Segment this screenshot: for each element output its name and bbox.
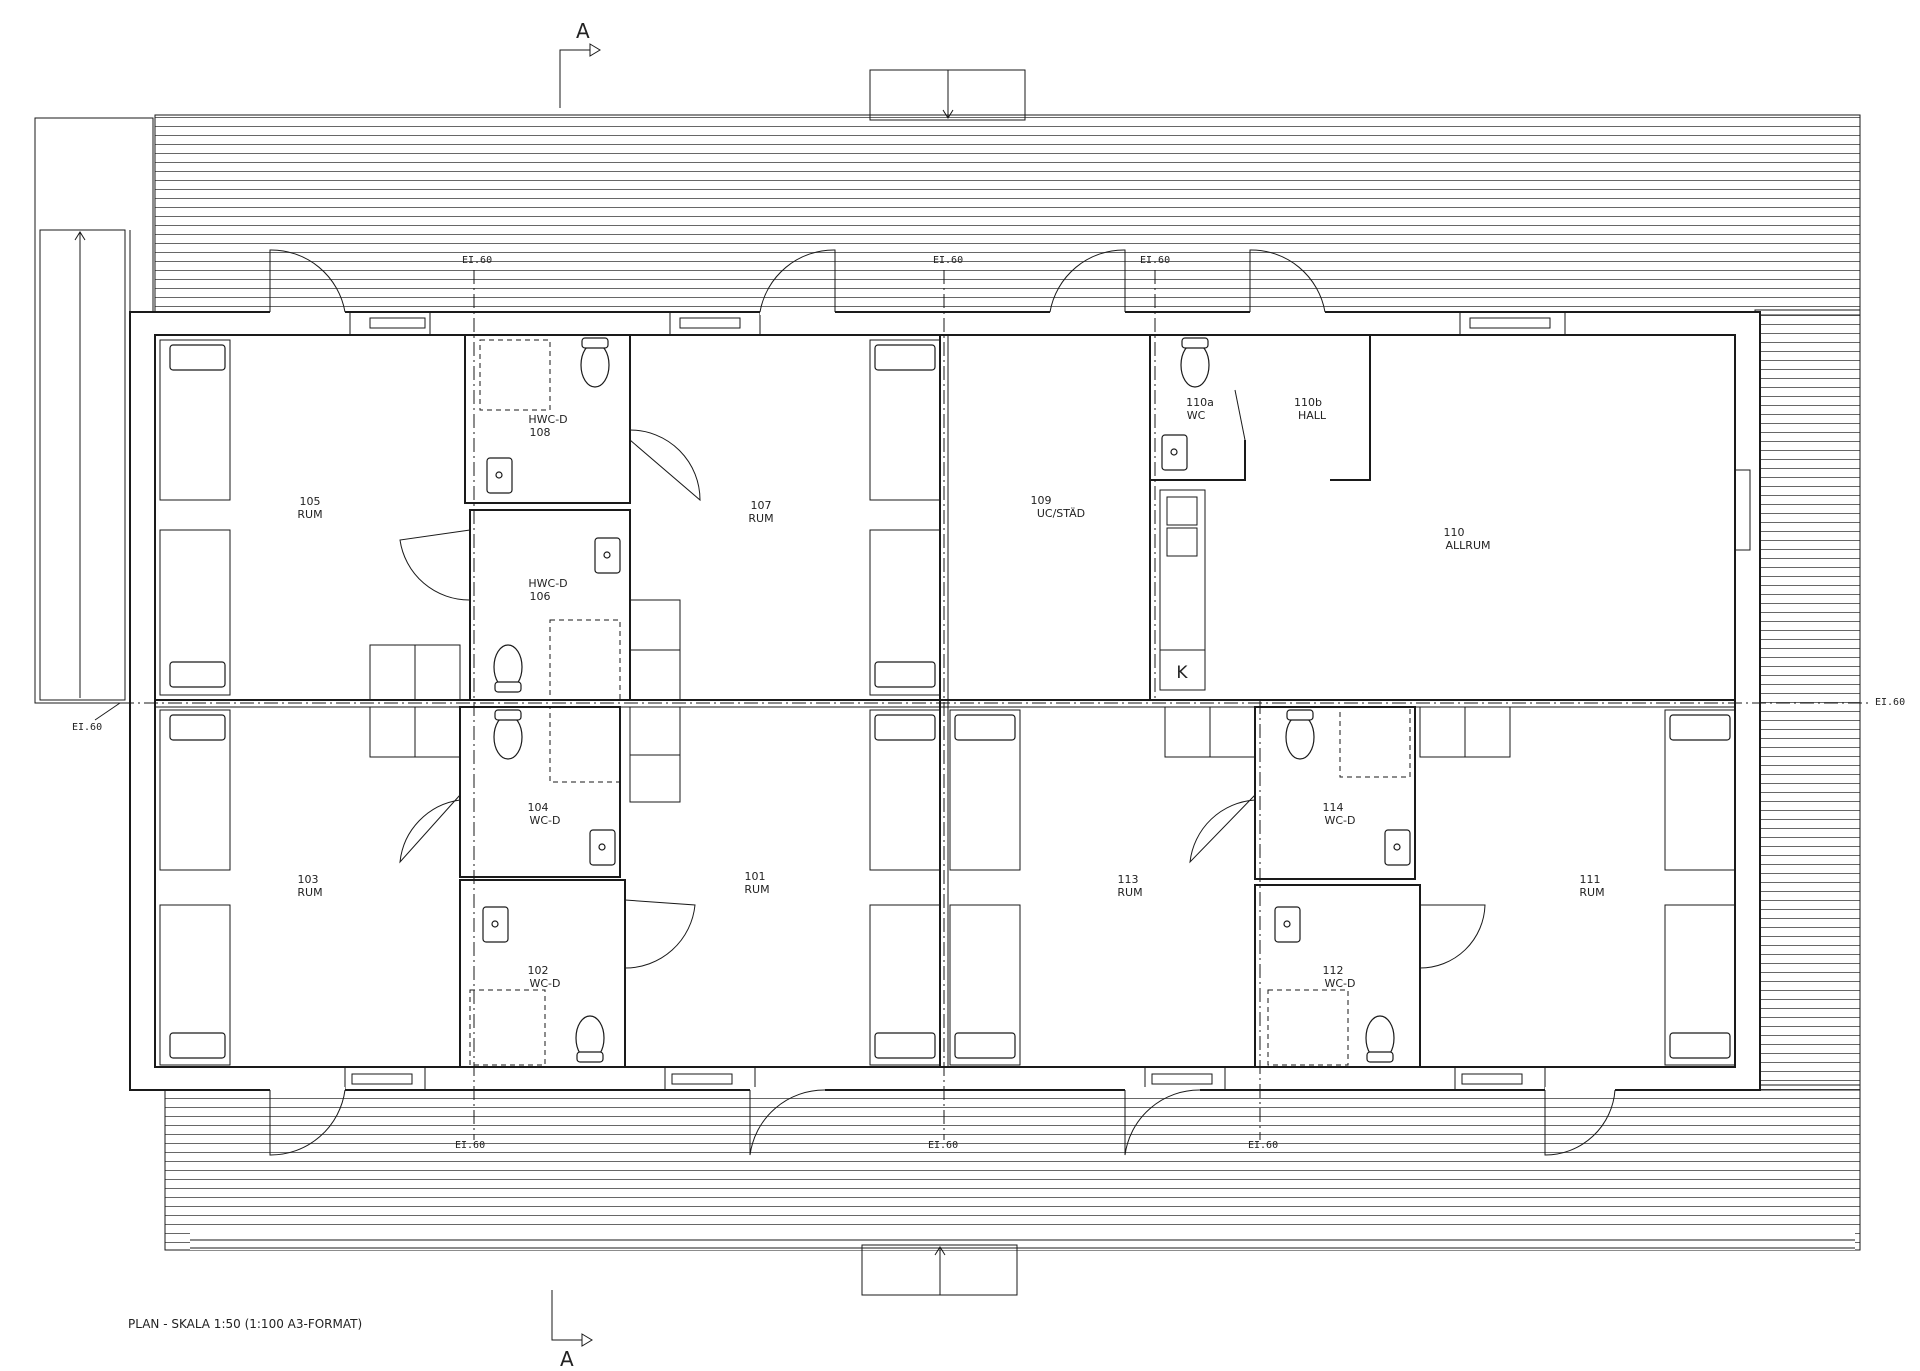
wardrobes [369,599,1511,803]
room-111-number: 111 [1580,873,1601,886]
sanitary-fixtures [482,337,1411,1063]
section-marker-top: A [559,19,601,108]
room-101-name: RUM [744,883,769,896]
shower-areas [469,339,1411,1066]
kitchen-mark: K [1176,663,1188,683]
section-marker-bottom: A [551,1290,593,1371]
deck-east [1754,309,1861,1091]
entry-steps-north [869,69,1026,121]
room-109-number: 109 [1031,494,1052,507]
room-102-number: 102 [528,964,549,977]
room-114-number: 114 [1323,801,1344,814]
room-105-name: RUM [297,508,322,521]
elevation-top-3: EI.60 [1140,255,1170,266]
room-104-number: 104 [528,801,549,814]
room-114-name: WC-D [1325,814,1356,827]
room-108-name: 108 [530,426,551,439]
deck-south [164,1084,1861,1251]
room-102-name: WC-D [530,977,561,990]
room-108-number: HWC-D [528,413,567,426]
elevation-left: EI.60 [72,722,102,733]
room-112-name: WC-D [1325,977,1356,990]
elevation-labels: EI.60 EI.60 EI.60 EI.60 EI.60 EI.60 EI.6… [72,255,1905,1151]
windows [351,317,1551,1085]
room-112-number: 112 [1323,964,1344,977]
interior-doors [399,389,1486,969]
room-101-number: 101 [745,870,766,883]
elevation-top-2: EI.60 [933,255,963,266]
room-105-number: 105 [300,495,321,508]
room-113-name: RUM [1117,886,1142,899]
kitchenette: K [1159,489,1206,691]
room-106-number: HWC-D [528,577,567,590]
room-110-number: 110 [1444,526,1465,539]
room-109-name: UC/STÄD [1037,507,1085,520]
section-letter-top: A [576,19,590,43]
room-110-name: ALLRUM [1446,539,1491,552]
room-110a-name: WC [1187,409,1206,422]
elevation-right: EI.60 [1875,697,1905,708]
drawing-caption: PLAN - SKALA 1:50 (1:100 A3-FORMAT) [128,1317,362,1331]
room-110a-number: 110a [1186,396,1214,409]
deck-north [154,114,1861,316]
room-107-number: 107 [751,499,772,512]
elevation-bottom-3: EI.60 [1248,1140,1278,1151]
room-111-name: RUM [1579,886,1604,899]
room-107-name: RUM [748,512,773,525]
room-110b-name: HALL [1298,409,1327,422]
room-103-name: RUM [297,886,322,899]
grid-axes [94,270,1870,1140]
exterior-doors [269,249,1616,1156]
room-labels: 105 RUM HWC-D 108 HWC-D 106 107 RUM 109 … [297,396,1604,990]
elevation-bottom-1: EI.60 [455,1140,485,1151]
elevation-bottom-2: EI.60 [928,1140,958,1151]
elevation-top-1: EI.60 [462,255,492,266]
room-110b-number: 110b [1294,396,1322,409]
room-103-number: 103 [298,873,319,886]
room-113-number: 113 [1118,873,1139,886]
section-letter-bottom: A [560,1347,574,1371]
room-104-name: WC-D [530,814,561,827]
room-106-name: 106 [530,590,551,603]
entry-steps-south [861,1244,1018,1296]
beds [159,339,1736,1066]
